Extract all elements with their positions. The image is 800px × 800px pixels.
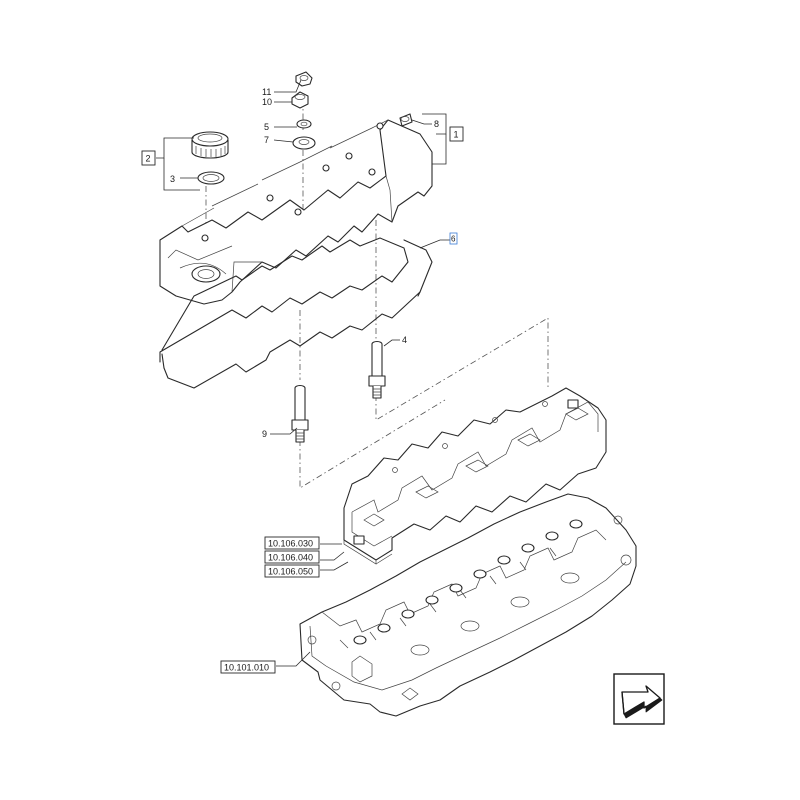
reference-label: 10.106.040 — [268, 553, 313, 563]
reference-10-106-030[interactable]: 10.106.030 — [264, 536, 320, 550]
nut-item-11 — [295, 71, 313, 87]
filler-cap-seal — [197, 171, 225, 185]
callout-label-5: 5 — [264, 122, 269, 132]
callout-label-1: 1 — [454, 130, 459, 140]
callout-2[interactable]: 2 — [141, 150, 156, 166]
reference-label: 10.101.010 — [224, 663, 269, 673]
callout-1[interactable]: 1 — [449, 126, 464, 142]
callout-11[interactable]: 11 — [262, 87, 271, 97]
stud-item-9 — [291, 384, 309, 443]
callout-label-4: 4 — [402, 335, 407, 345]
reference-10-101-010[interactable]: 10.101.010 — [220, 660, 276, 674]
callout-label-10: 10 — [262, 97, 272, 107]
callout-4[interactable]: 4 — [402, 335, 407, 345]
callout-3[interactable]: 3 — [170, 174, 175, 184]
callout-6[interactable]: 6 — [449, 232, 458, 245]
callout-5[interactable]: 5 — [264, 122, 269, 132]
seal-item-7 — [292, 136, 316, 150]
callout-10[interactable]: 10 — [262, 97, 272, 107]
valve-cover-gasket — [159, 237, 433, 389]
callout-label-11: 11 — [262, 87, 271, 97]
callout-8[interactable]: 8 — [434, 119, 439, 129]
callout-label-3: 3 — [170, 174, 175, 184]
callout-9[interactable]: 9 — [262, 429, 267, 439]
callout-label-9: 9 — [262, 429, 267, 439]
washer-item-5 — [296, 119, 312, 129]
callout-label-2: 2 — [146, 154, 151, 164]
next-page-button[interactable] — [613, 673, 665, 725]
oil-filler-cap — [191, 131, 229, 159]
arrow-next-icon — [621, 685, 663, 719]
callout-label-8: 8 — [434, 119, 439, 129]
reference-label: 10.106.050 — [268, 567, 313, 577]
stud-item-4 — [368, 340, 386, 399]
callout-label-6: 6 — [451, 235, 456, 244]
callout-label-7: 7 — [264, 135, 269, 145]
reference-label: 10.106.030 — [268, 539, 313, 549]
callout-7[interactable]: 7 — [264, 135, 269, 145]
reference-10-106-040[interactable]: 10.106.040 — [264, 550, 320, 564]
plug-item-8 — [399, 113, 413, 127]
bushing-item-10 — [291, 91, 309, 109]
leader-lines — [156, 79, 450, 667]
reference-10-106-050[interactable]: 10.106.050 — [264, 564, 320, 578]
cylinder-head — [299, 493, 637, 717]
valve-cover — [159, 119, 433, 305]
rocker-carrier — [343, 387, 607, 565]
